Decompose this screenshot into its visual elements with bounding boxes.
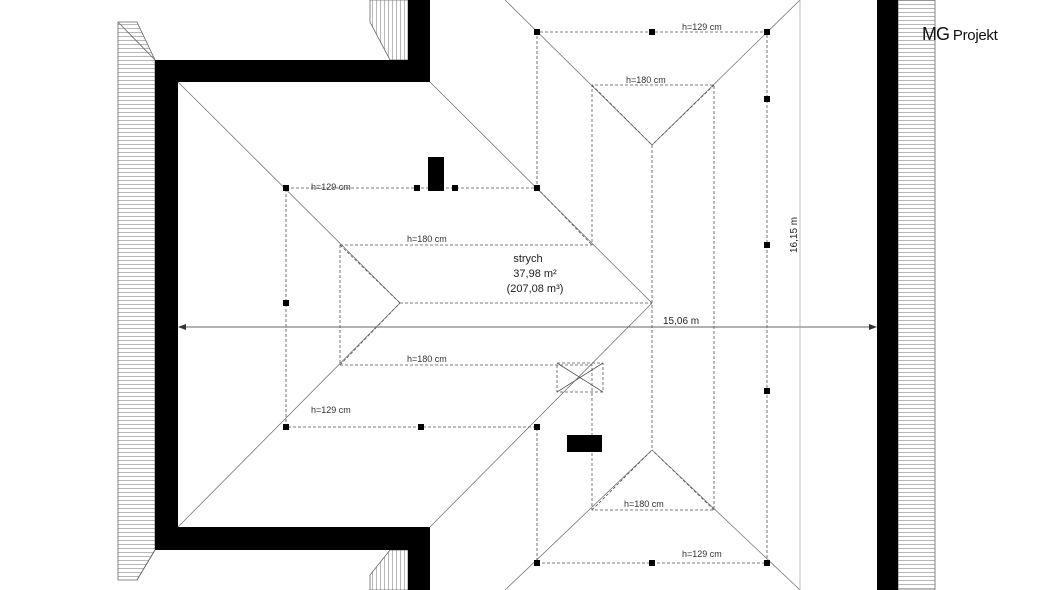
roof-hatch: [556, 362, 604, 393]
width-dimension-label: 15,06 m: [663, 316, 699, 327]
depth-dimension-label: 16,15 m: [789, 217, 800, 253]
height-label: h=180 cm: [407, 234, 447, 244]
room-name: strych: [513, 253, 542, 265]
height-label: h=129 cm: [311, 182, 351, 192]
room-area: 37,98 m²: [513, 268, 557, 280]
roof-eaves-right: [897, 0, 936, 590]
roof-edges: [177, 0, 801, 590]
logo-brand: MG: [922, 24, 950, 44]
dimension-width: 15,06 m: [178, 316, 877, 330]
chimney-bottom: [567, 435, 602, 452]
room-volume: (207,08 m³): [507, 283, 564, 295]
height-label: h=129 cm: [682, 549, 722, 559]
dimension-depth: 16,15 m: [789, 0, 801, 590]
height-label: h=180 cm: [624, 499, 664, 509]
height-contours: [285, 31, 768, 564]
height-label: h=180 cm: [407, 354, 447, 364]
chimney-top: [428, 157, 444, 191]
height-label: h=180 cm: [626, 75, 666, 85]
logo-name: Projekt: [952, 27, 998, 44]
walls: [155, 0, 898, 590]
height-label: h=129 cm: [682, 22, 722, 32]
measurement-points: [283, 29, 770, 566]
mg-projekt-logo: MG Projekt: [922, 24, 998, 45]
height-label: h=129 cm: [311, 405, 351, 415]
